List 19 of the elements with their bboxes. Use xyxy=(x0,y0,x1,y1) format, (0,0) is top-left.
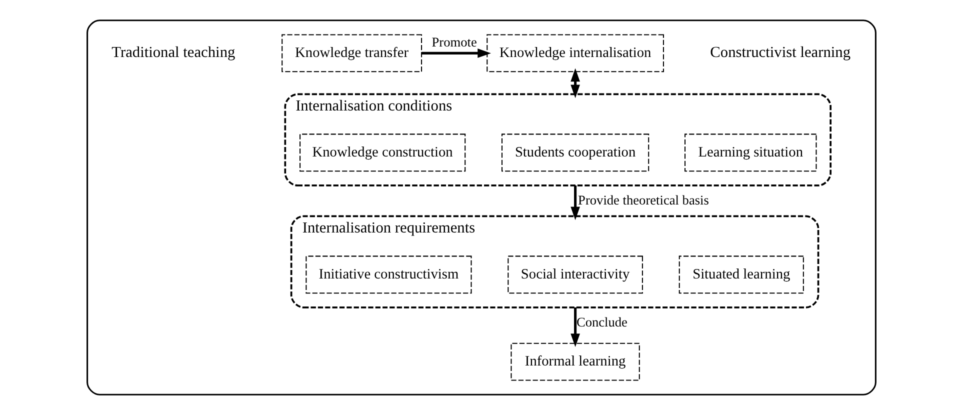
label: Traditional teaching xyxy=(111,44,235,61)
edge-label: Promote xyxy=(431,34,476,50)
label: Constructivist learning xyxy=(710,44,850,61)
node-box: Informal learning xyxy=(510,342,640,381)
arrow xyxy=(570,185,580,220)
node-box: Learning situation xyxy=(684,134,816,172)
arrow xyxy=(570,68,580,98)
node-box: Social interactivity xyxy=(507,256,642,294)
node-box: Knowledge construction xyxy=(299,134,466,172)
node-box: Students cooperation xyxy=(501,134,649,172)
edge-label: Provide theoretical basis xyxy=(578,192,708,208)
node-box: Knowledge internalisation xyxy=(486,34,664,72)
arrow xyxy=(421,48,490,58)
arrow xyxy=(570,307,580,348)
node-box: Knowledge transfer xyxy=(281,34,422,72)
node-box: Initiative constructivism xyxy=(305,256,472,294)
edge-label: Conclude xyxy=(576,314,627,330)
node-box: Situated learning xyxy=(678,256,804,294)
cluster xyxy=(86,20,876,396)
